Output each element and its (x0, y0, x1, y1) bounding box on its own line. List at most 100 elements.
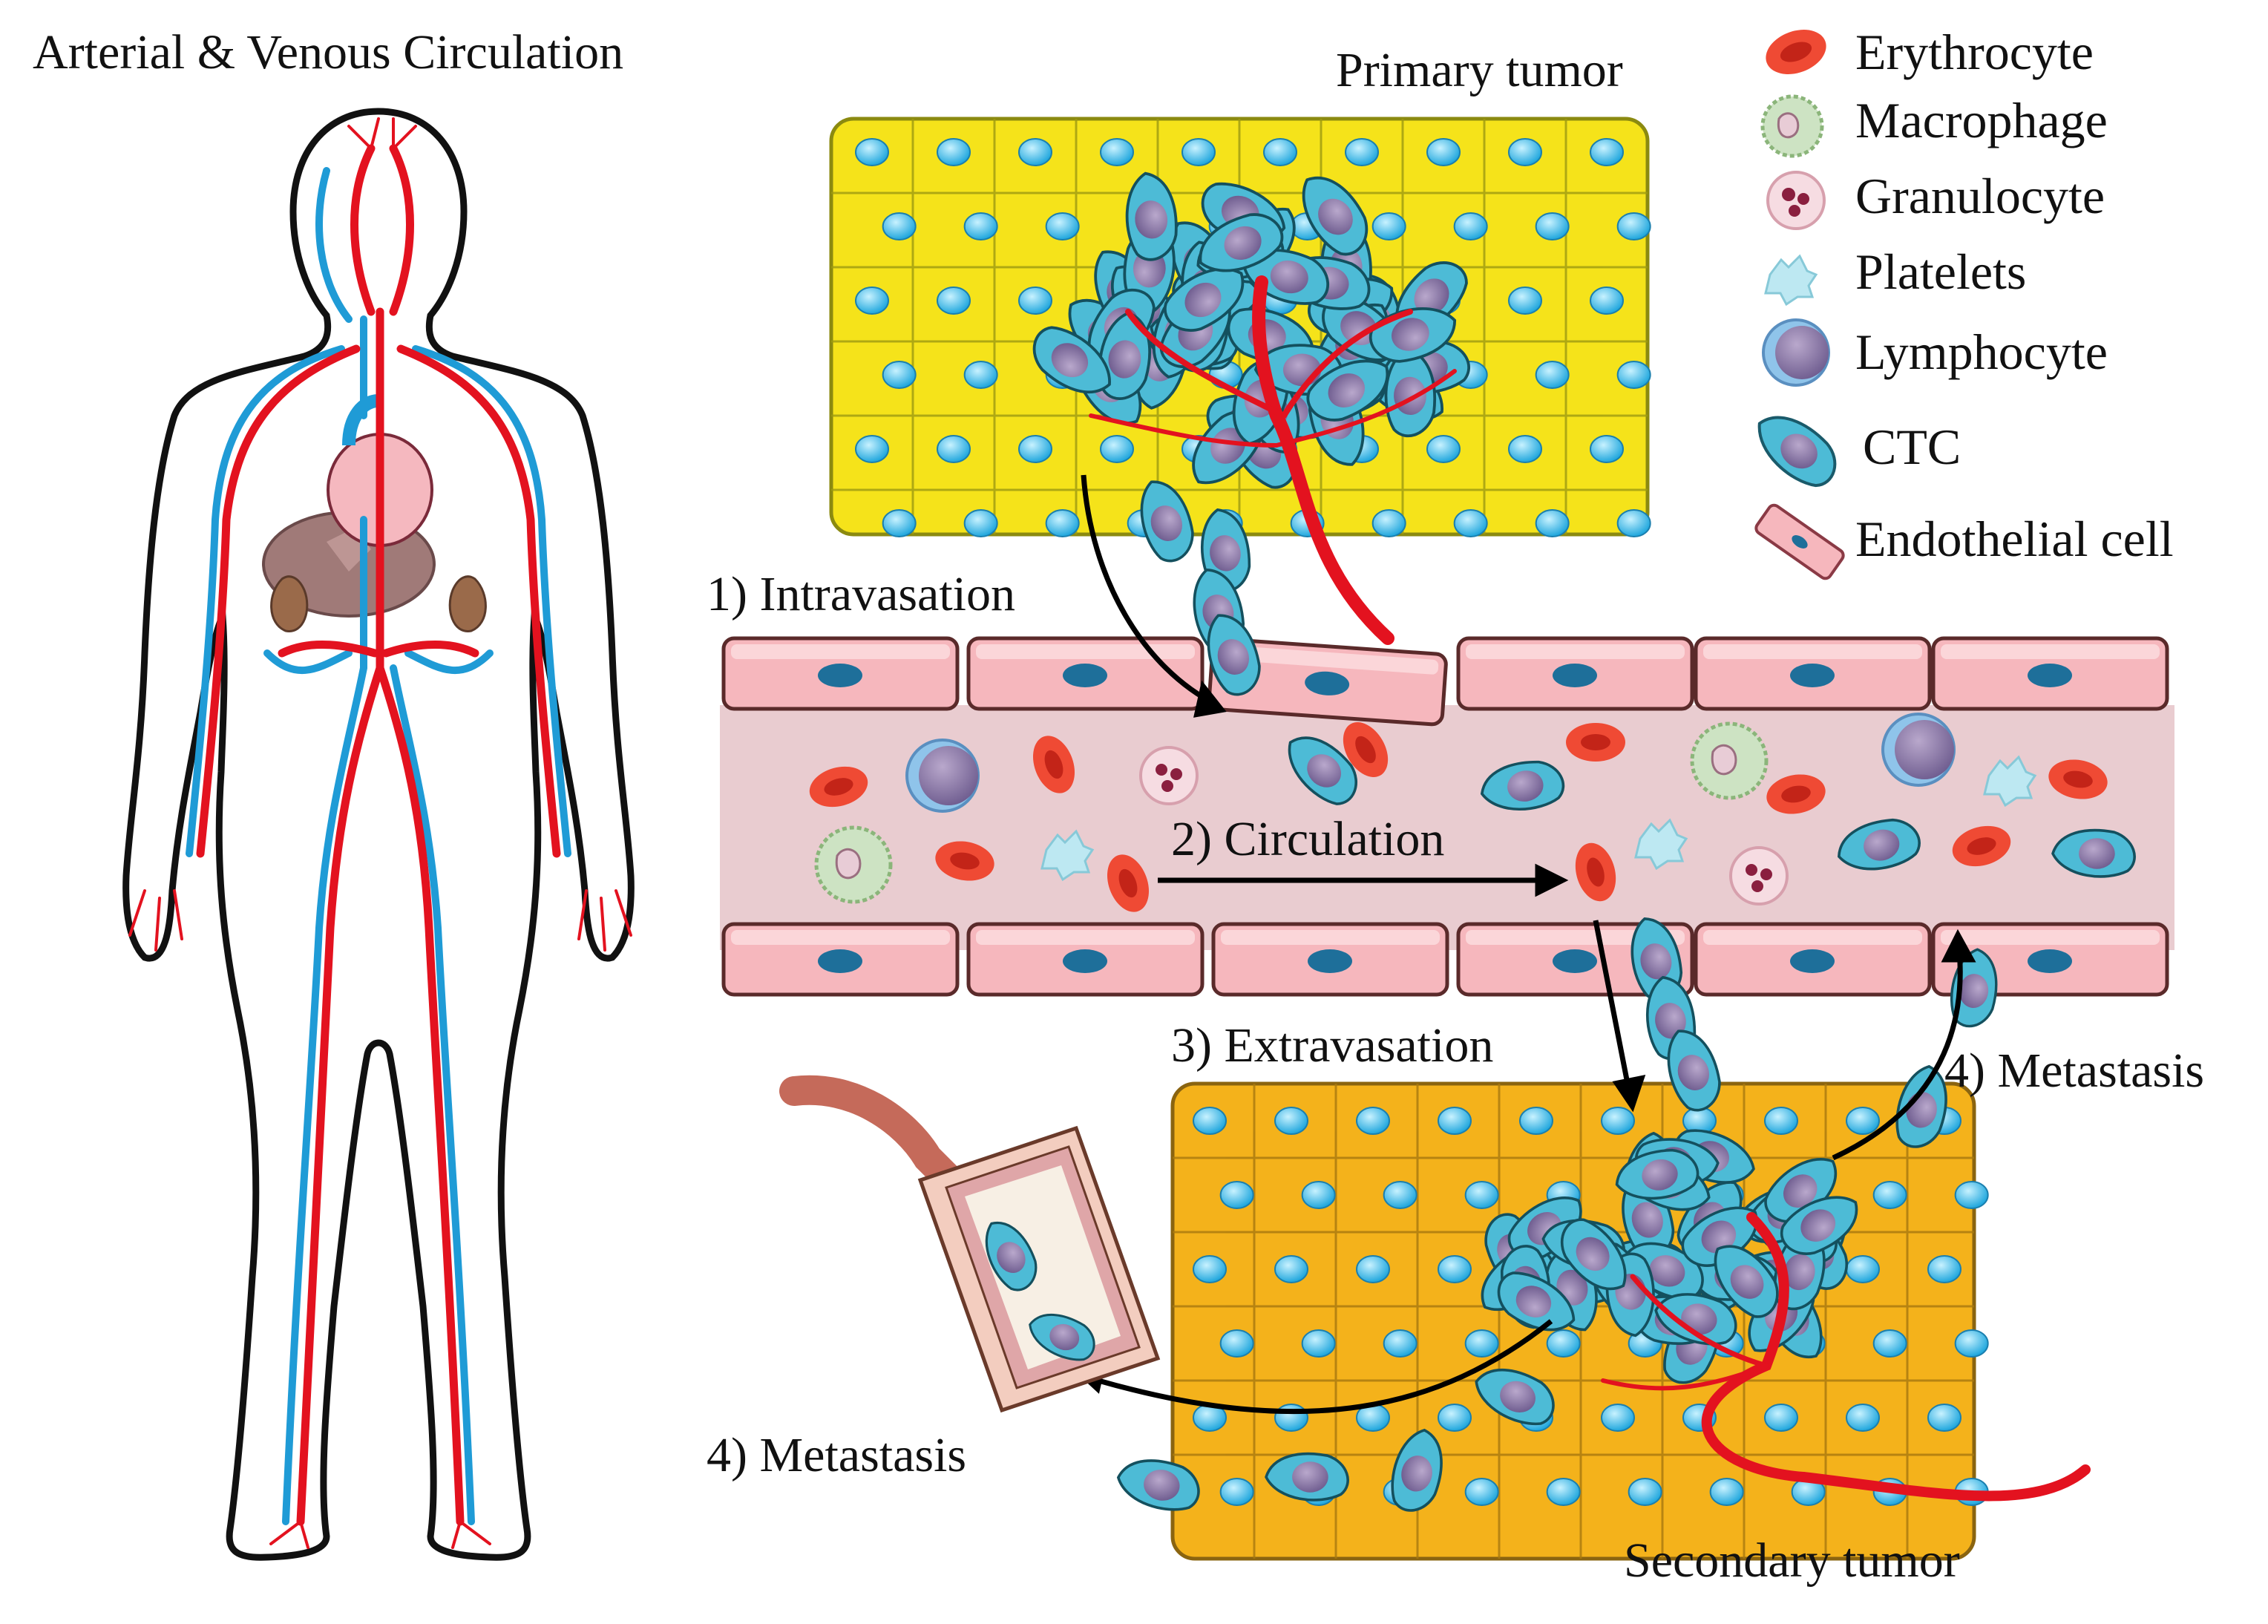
tissue-nucleus (1616, 509, 1651, 537)
tissue-nucleus (1100, 138, 1134, 166)
tissue-nucleus (1846, 1404, 1880, 1432)
endothelial-cell (966, 922, 1205, 997)
platelet (1983, 755, 2037, 808)
tissue-nucleus (1263, 138, 1297, 166)
legend-icons (1754, 30, 1845, 580)
erythrocyte (2048, 759, 2108, 799)
tissue-nucleus (1927, 1255, 1961, 1283)
endothelial-cell (1694, 636, 1932, 711)
tissue-nucleus (1018, 435, 1052, 463)
step-intravasation-label: 1) Intravasation (707, 567, 1016, 621)
tissue-nucleus (1045, 212, 1080, 240)
legend-label-macrophage: Macrophage (1855, 92, 2108, 148)
tissue-nucleus (1453, 212, 1488, 240)
ctc-cell (1561, 1218, 1627, 1291)
erythrocyte (809, 766, 868, 808)
secondary-tumor-label: Secondary tumor (1624, 1533, 1960, 1588)
tissue-nucleus (855, 435, 889, 463)
tissue-nucleus (1181, 138, 1216, 166)
tissue-nucleus (855, 287, 889, 315)
ctc-cell (1265, 1452, 1349, 1502)
step-metastasis-left-label: 4) Metastasis (707, 1428, 967, 1482)
primary-tumor-label: Primary tumor (1336, 43, 1623, 97)
erythrocyte (935, 841, 994, 881)
top-endothelium (721, 636, 2169, 727)
tissue-nucleus (1356, 1255, 1390, 1283)
tissue-nucleus (1219, 1478, 1254, 1506)
legend-label-ctc: CTC (1863, 419, 1961, 475)
tissue-nucleus (963, 361, 998, 389)
erythrocyte (1766, 774, 1826, 814)
step-circulation-label: 2) Circulation (1171, 812, 1445, 866)
tissue-nucleus (1508, 435, 1542, 463)
legend-label-platelets: Platelets (1855, 243, 2027, 300)
flow-arrows (1078, 474, 1976, 1415)
tissue-nucleus (963, 212, 998, 240)
ctc-cell (1480, 760, 1565, 811)
ctc-cell (2051, 828, 2136, 878)
tissue-nucleus (1383, 1329, 1418, 1358)
step-extravasation-label: 3) Extravasation (1171, 1018, 1494, 1073)
erythrocyte (1032, 736, 1075, 793)
tissue-nucleus (1846, 1255, 1880, 1283)
tissue-nucleus (1438, 1404, 1472, 1432)
ctc-icon (1757, 416, 1837, 488)
endothelial-cell (1211, 922, 1449, 997)
tissue-nucleus (1590, 138, 1624, 166)
tissue-nucleus (1764, 1107, 1798, 1135)
ctc-cell (1838, 818, 1921, 871)
platelets-icon (1764, 254, 1818, 307)
ctc-cell (1714, 1245, 1779, 1318)
tissue-nucleus (1045, 509, 1080, 537)
endothelial-cell (721, 922, 960, 997)
tissue-nucleus (1954, 1181, 1989, 1209)
tissue-nucleus (1628, 1478, 1662, 1506)
tissue-nucleus (1546, 1478, 1581, 1506)
tissue-nucleus (1535, 361, 1570, 389)
tissue-nucleus (1519, 1107, 1553, 1135)
tissue-nucleus (1872, 1329, 1907, 1358)
ctc-cell (1475, 1368, 1555, 1426)
macrophage (1690, 721, 1769, 800)
tissue-nucleus (1464, 1181, 1499, 1209)
ctc-cell (1116, 1459, 1200, 1511)
tissue-nucleus (1438, 1255, 1472, 1283)
endothelial-cell (721, 636, 960, 711)
ctc-cell (1302, 176, 1369, 256)
tissue-nucleus (1371, 212, 1406, 240)
ctc-cell (1098, 311, 1151, 401)
ctc-cell (985, 1221, 1038, 1291)
lymphocyte (905, 739, 980, 813)
tissue-nucleus (1535, 212, 1570, 240)
tissue-nucleus (1464, 1478, 1499, 1506)
tissue-nucleus (1508, 287, 1542, 315)
vessel-cross-section (779, 1075, 1161, 1413)
human-circulation-figure (122, 108, 635, 1561)
cross-section-ctcs (985, 1221, 1095, 1361)
tissue-nucleus (1426, 435, 1461, 463)
tissue-nucleus (1219, 1329, 1254, 1358)
tissue-nucleus (1274, 1255, 1308, 1283)
ctc-cell (1615, 1148, 1700, 1200)
tissue-nucleus (1383, 1181, 1418, 1209)
tissue-nucleus (1219, 1181, 1254, 1209)
legend-label-endothelial-cell: Endothelial cell (1855, 511, 2174, 567)
tissue-nucleus (882, 509, 917, 537)
tissue-nucleus (1274, 1404, 1308, 1432)
endothelial-cell (1694, 922, 1932, 997)
tissue-nucleus (1709, 1478, 1744, 1506)
legend-label-erythrocyte: Erythrocyte (1855, 24, 2094, 80)
tissue-nucleus (1301, 1181, 1336, 1209)
ctc-cell (1163, 267, 1245, 332)
tissue-nucleus (1764, 1404, 1798, 1432)
tissue-nucleus (1426, 138, 1461, 166)
macrophage-icon (1760, 94, 1824, 158)
ctc-cell (1125, 171, 1178, 261)
tissue-nucleus (1927, 1404, 1961, 1432)
tissue-nucleus (1846, 1107, 1880, 1135)
tissue-nucleus (855, 138, 889, 166)
tissue-nucleus (1018, 138, 1052, 166)
erythrocyte (1566, 723, 1625, 762)
granulocyte (1729, 846, 1789, 906)
